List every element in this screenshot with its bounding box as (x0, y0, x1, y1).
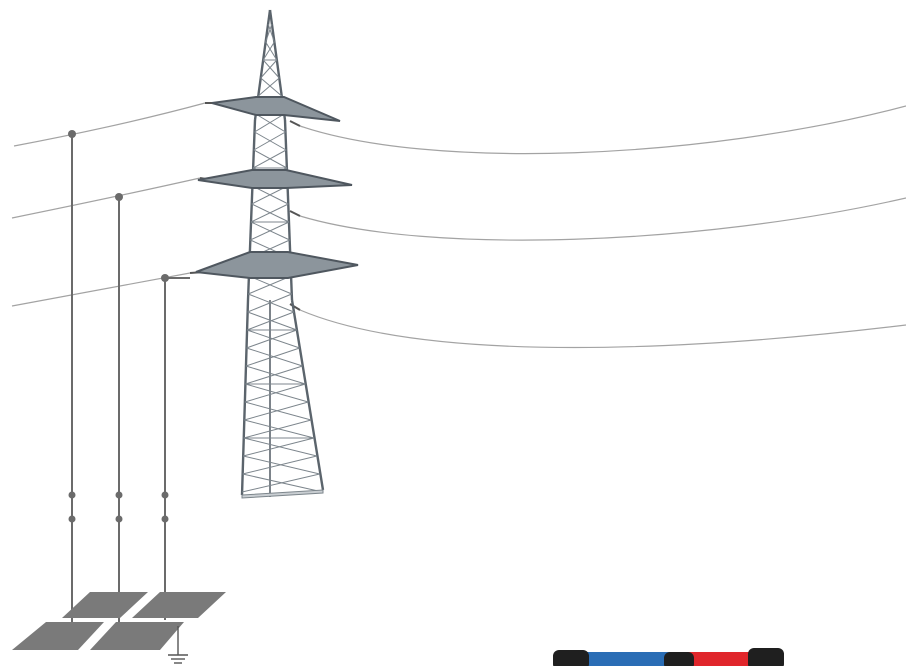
ground-plate-front-right (90, 622, 184, 650)
connection-node (162, 492, 169, 499)
conductor-bottom-right (300, 310, 906, 348)
connection-node (116, 516, 123, 523)
conductor-middle-left (12, 178, 200, 218)
test-leads (72, 134, 190, 650)
insulator-middle-right (290, 211, 300, 216)
measurement-device (553, 648, 784, 666)
device-bumper-left (553, 650, 589, 666)
connection-node (115, 193, 123, 201)
conductors (12, 103, 906, 348)
bracing-member (256, 114, 286, 132)
device-bumper-right (748, 648, 784, 666)
conductor-top-left (14, 103, 205, 146)
transmission-tower (196, 10, 358, 498)
crossarm-middle (198, 170, 352, 188)
device-handle-center (664, 652, 694, 666)
crossarm-top (212, 97, 340, 121)
connection-node (161, 274, 169, 282)
connection-node (69, 516, 76, 523)
insulator-top-right (290, 121, 300, 126)
connection-node (116, 492, 123, 499)
tower-crossarms (196, 97, 358, 278)
connection-node (68, 130, 76, 138)
conductor-top-right (300, 106, 906, 154)
connection-node (162, 516, 169, 523)
bracing-member (255, 114, 285, 132)
ground-plate-back-right (132, 592, 226, 618)
tower-footing (242, 490, 323, 498)
connection-node (69, 492, 76, 499)
ground-plate-front-left (12, 622, 104, 650)
ground-plate-back-left (62, 592, 148, 618)
crossarm-bottom (196, 252, 358, 278)
insulator-bottom-right (290, 304, 300, 310)
conductor-middle-right (300, 198, 906, 240)
